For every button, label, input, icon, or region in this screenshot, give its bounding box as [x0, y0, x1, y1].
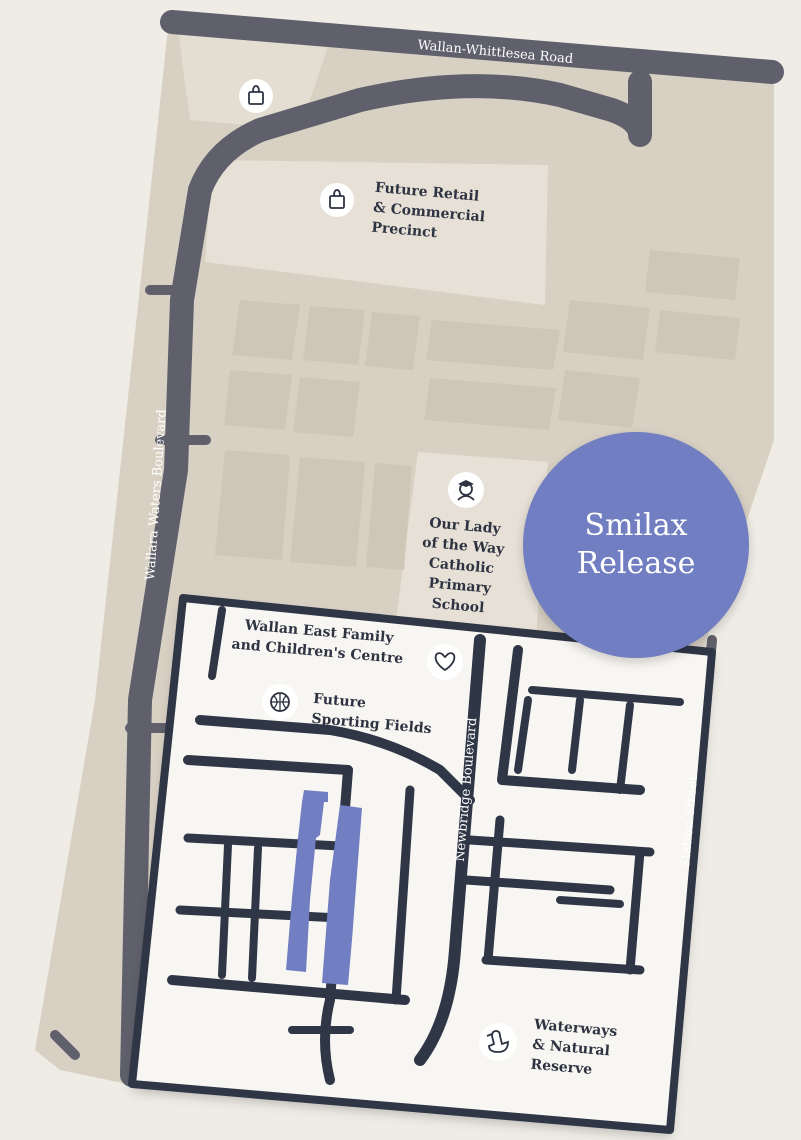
handshake-heart-icon	[427, 644, 463, 680]
smilax-release-badge: Smilax Release	[523, 432, 749, 658]
smilax-lot-strip-west	[286, 790, 328, 972]
release-outline	[128, 594, 716, 1134]
sporting-label-line-1: Future	[313, 691, 367, 712]
estate-card: Wallan-Whittlesea Road Wallara Waters Bo…	[35, 10, 784, 1134]
shopping-bag-icon	[239, 79, 273, 113]
road-loop	[120, 70, 652, 1087]
smilax-lot-strip-east	[322, 805, 362, 985]
waterways-label-line-2: & Natural	[532, 1037, 611, 1060]
school-label-line-4: Primary	[428, 575, 493, 596]
student-icon	[448, 472, 484, 508]
smilax-lots	[286, 790, 362, 985]
label-waterways: Waterways & Natural Reserve	[530, 1017, 618, 1078]
label-school: Our Lady of the Way Catholic Primary Sch…	[421, 515, 505, 617]
release-area-roads	[128, 594, 716, 1134]
school-grounds	[396, 452, 548, 640]
school-label-line-5: School	[431, 596, 485, 617]
school-label-line-3: Catholic	[428, 555, 495, 577]
future-lots	[215, 250, 740, 570]
retail-label-line-3: Precinct	[371, 220, 438, 242]
duck-icon	[479, 1023, 517, 1061]
release-area	[132, 598, 712, 1130]
school-label-line-2: of the Way	[421, 535, 505, 558]
waterways-label-line-1: Waterways	[532, 1017, 618, 1040]
basketball-icon	[262, 684, 298, 720]
retail-precinct-area	[205, 160, 548, 305]
waterways-label-line-3: Reserve	[530, 1057, 593, 1078]
shopping-bag-icon	[320, 183, 354, 217]
road-wallan-whittlesea	[160, 10, 784, 84]
road-newbridge-boulevard	[414, 634, 486, 1066]
school-label-line-1: Our Lady	[429, 515, 502, 537]
release-title: Smilax Release	[576, 508, 696, 581]
